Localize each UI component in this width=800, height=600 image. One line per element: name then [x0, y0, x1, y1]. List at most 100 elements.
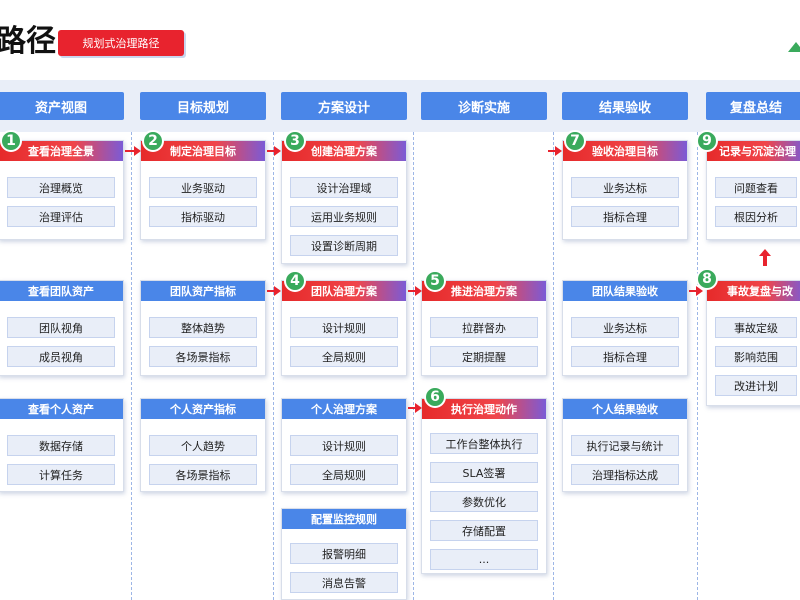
card-item[interactable]: 设计治理域 [290, 177, 398, 198]
card-item[interactable]: 业务驱动 [149, 177, 257, 198]
card-item[interactable]: 业务达标 [571, 177, 679, 198]
flow-arrow-icon [408, 403, 422, 413]
card-create-plan: 创建治理方案 设计治理域 运用业务规则 设置诊断周期 [281, 140, 407, 264]
card-item[interactable]: 设计规则 [290, 317, 398, 338]
card-item[interactable]: 治理评估 [7, 206, 115, 227]
card-execute-actions: 执行治理动作 工作台整体执行 SLA签署 参数优化 存储配置 ... [421, 398, 547, 574]
step-badge: 8 [696, 268, 718, 290]
card-title: 执行治理动作 [422, 399, 546, 419]
card-title: 事故复盘与改 [707, 281, 800, 301]
step-badge: 2 [142, 130, 164, 152]
card-record-governance: 记录与沉淀治理 问题查看 根因分析 [706, 140, 800, 240]
card-item[interactable]: 全局规则 [290, 464, 398, 485]
card-set-goals: 制定治理目标 业务驱动 指标驱动 [140, 140, 266, 240]
card-accept-goals: 验收治理目标 业务达标 指标合理 [562, 140, 688, 240]
card-item[interactable]: 全局规则 [290, 346, 398, 367]
card-item[interactable]: 业务达标 [571, 317, 679, 338]
page-title: 路径 [0, 24, 56, 59]
card-item[interactable]: 事故定级 [715, 317, 797, 338]
column-divider [553, 132, 554, 600]
step-badge: 9 [696, 130, 718, 152]
card-item[interactable]: 报警明细 [290, 543, 398, 564]
flow-arrow-icon [267, 146, 281, 156]
card-item[interactable]: 数据存储 [7, 435, 115, 456]
path-type-tag: 规划式治理路径 [58, 30, 184, 56]
card-title: 记录与沉淀治理 [707, 141, 800, 161]
step-badge: 3 [284, 130, 306, 152]
card-item[interactable]: 工作台整体执行 [430, 433, 538, 454]
card-item[interactable]: 设计规则 [290, 435, 398, 456]
column-divider [697, 132, 698, 600]
card-title: 制定治理目标 [141, 141, 265, 161]
step-badge: 7 [564, 130, 586, 152]
column-divider [273, 132, 274, 600]
phase-review: 复盘总结 [706, 92, 800, 120]
card-item[interactable]: 治理指标达成 [571, 464, 679, 485]
card-title: 验收治理目标 [563, 141, 687, 161]
card-personal-assets: 查看个人资产 数据存储 计算任务 [0, 398, 124, 492]
card-title: 个人结果验收 [563, 399, 687, 419]
card-item[interactable]: 指标合理 [571, 346, 679, 367]
phase-goal-planning: 目标规划 [140, 92, 266, 120]
card-advance-plan: 推进治理方案 拉群督办 定期提醒 [421, 280, 547, 376]
card-item[interactable]: 指标合理 [571, 206, 679, 227]
card-item[interactable]: 执行记录与统计 [571, 435, 679, 456]
step-badge: 4 [284, 270, 306, 292]
card-personal-plan: 个人治理方案 设计规则 全局规则 [281, 398, 407, 492]
card-item[interactable]: 成员视角 [7, 346, 115, 367]
card-item[interactable]: 团队视角 [7, 317, 115, 338]
phase-acceptance: 结果验收 [562, 92, 688, 120]
card-item[interactable]: 影响范围 [715, 346, 797, 367]
card-item[interactable]: 存储配置 [430, 520, 538, 541]
card-item[interactable]: 拉群督办 [430, 317, 538, 338]
card-title: 个人治理方案 [282, 399, 406, 419]
card-title: 配置监控规则 [282, 509, 406, 529]
card-title: 个人资产指标 [141, 399, 265, 419]
card-team-acceptance: 团队结果验收 业务达标 指标合理 [562, 280, 688, 376]
card-monitor-rules: 配置监控规则 报警明细 消息告警 [281, 508, 407, 600]
card-item[interactable]: 参数优化 [430, 491, 538, 512]
card-item[interactable]: 各场景指标 [149, 346, 257, 367]
card-governance-overview: 查看治理全景 治理概览 治理评估 [0, 140, 124, 240]
card-title: 查看团队资产 [0, 281, 123, 301]
card-item[interactable]: 各场景指标 [149, 464, 257, 485]
card-title: 团队结果验收 [563, 281, 687, 301]
card-title: 团队资产指标 [141, 281, 265, 301]
card-item[interactable]: 治理概览 [7, 177, 115, 198]
column-divider [413, 132, 414, 600]
card-item[interactable]: 运用业务规则 [290, 206, 398, 227]
card-item[interactable]: 问题查看 [715, 177, 797, 198]
flow-arrow-icon [125, 146, 141, 156]
up-arrow-icon [788, 42, 800, 52]
step-badge: 6 [424, 386, 446, 408]
flow-arrow-icon [548, 146, 562, 156]
phase-asset-view: 资产视图 [0, 92, 124, 120]
card-item[interactable]: 整体趋势 [149, 317, 257, 338]
card-personal-metrics: 个人资产指标 个人趋势 各场景指标 [140, 398, 266, 492]
column-divider [131, 132, 132, 600]
card-item[interactable]: 指标驱动 [149, 206, 257, 227]
card-title: 团队治理方案 [282, 281, 406, 301]
card-item[interactable]: 个人趋势 [149, 435, 257, 456]
card-title: 查看个人资产 [0, 399, 123, 419]
phase-plan-design: 方案设计 [281, 92, 407, 120]
card-item[interactable]: 设置诊断周期 [290, 235, 398, 256]
card-item[interactable]: 计算任务 [7, 464, 115, 485]
card-personal-acceptance: 个人结果验收 执行记录与统计 治理指标达成 [562, 398, 688, 492]
card-team-assets: 查看团队资产 团队视角 成员视角 [0, 280, 124, 376]
up-arrow-icon [759, 249, 771, 266]
card-title: 查看治理全景 [0, 141, 123, 161]
flow-arrow-icon [267, 286, 281, 296]
card-title: 推进治理方案 [422, 281, 546, 301]
card-team-plan: 团队治理方案 设计规则 全局规则 [281, 280, 407, 376]
card-title: 创建治理方案 [282, 141, 406, 161]
card-item[interactable]: 根因分析 [715, 206, 797, 227]
card-item[interactable]: 改进计划 [715, 375, 797, 396]
phase-diagnosis: 诊断实施 [421, 92, 547, 120]
card-item[interactable]: SLA签署 [430, 462, 538, 483]
card-item[interactable]: ... [430, 549, 538, 570]
card-item[interactable]: 定期提醒 [430, 346, 538, 367]
step-badge: 1 [0, 130, 22, 152]
flow-arrow-icon [408, 286, 422, 296]
card-item[interactable]: 消息告警 [290, 572, 398, 593]
